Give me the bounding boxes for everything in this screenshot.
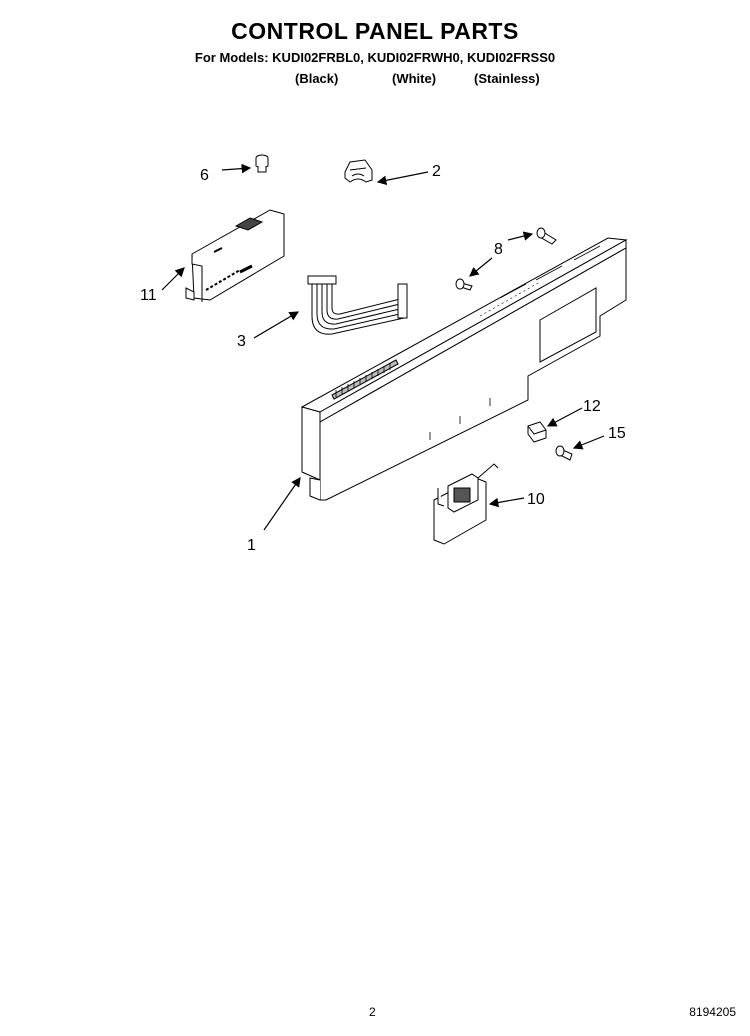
callout-15: 15 bbox=[608, 425, 626, 442]
callout-6: 6 bbox=[200, 167, 209, 184]
part-3-ribbon-cable bbox=[307, 275, 408, 335]
variant-stainless: (Stainless) bbox=[474, 71, 540, 86]
part-6-button-cap bbox=[255, 154, 269, 173]
document-code: 8194205 bbox=[689, 1005, 736, 1019]
callout-10: 10 bbox=[527, 491, 545, 508]
part-8-screws bbox=[455, 227, 557, 291]
part-11-control-board bbox=[185, 209, 285, 302]
leader-lines bbox=[161, 163, 605, 531]
variant-black: (Black) bbox=[295, 71, 339, 86]
callout-3: 3 bbox=[237, 333, 246, 350]
part-12-latch bbox=[527, 421, 547, 443]
part-10-switch-board bbox=[433, 463, 499, 545]
callout-8: 8 bbox=[494, 241, 503, 258]
callout-1: 1 bbox=[247, 537, 256, 554]
callout-11: 11 bbox=[140, 287, 157, 304]
part-1-control-panel bbox=[300, 237, 628, 501]
models-line: For Models: KUDI02FRBL0, KUDI02FRWH0, KU… bbox=[194, 50, 556, 65]
part-2-clip bbox=[344, 159, 373, 183]
part-15-screw bbox=[555, 445, 573, 461]
variant-white: (White) bbox=[392, 71, 437, 86]
callout-2: 2 bbox=[432, 163, 441, 180]
page-number: 2 bbox=[369, 1005, 376, 1019]
callout-12: 12 bbox=[583, 398, 601, 415]
page-title: CONTROL PANEL PARTS bbox=[231, 18, 519, 44]
